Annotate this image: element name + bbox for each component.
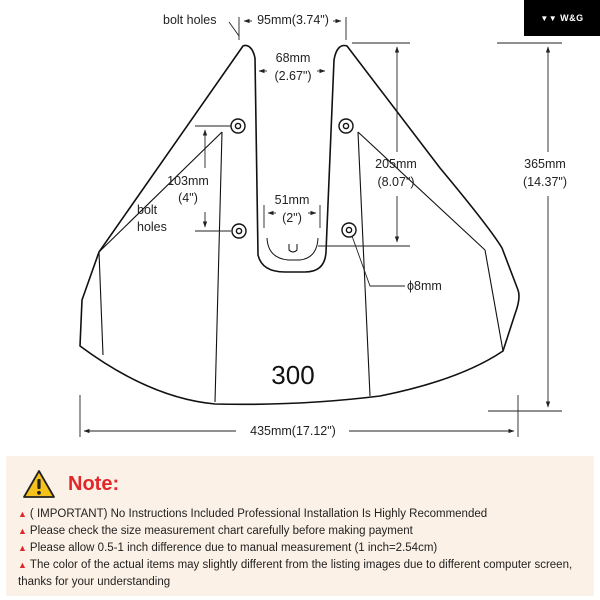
triangle-bullet-icon: ▲ xyxy=(18,543,27,553)
triangle-bullet-icon: ▲ xyxy=(18,526,27,536)
note-list: ▲( IMPORTANT) No Instructions Included P… xyxy=(18,506,582,591)
brand-text: W&G xyxy=(560,13,584,23)
label-bolt-holes-top: bolt holes xyxy=(163,13,217,27)
label-bolt-holes-side-2: holes xyxy=(137,220,167,234)
note-item: ▲Please allow 0.5-1 inch difference due … xyxy=(18,542,438,554)
label-slot-depth-in: (8.07") xyxy=(377,175,414,189)
dimension-lines xyxy=(79,17,562,437)
brand-mark-icon: ▼▼ xyxy=(540,13,558,23)
label-slot-depth-mm: 205mm xyxy=(375,157,417,171)
hydrofoil-fold-lines xyxy=(98,131,504,403)
note-header: Note: xyxy=(18,468,582,500)
triangle-bullet-icon: ▲ xyxy=(18,560,27,570)
label-bolt-spacing-mm: 103mm xyxy=(167,174,209,188)
slot-notch xyxy=(288,244,298,253)
label-total-length-mm: 365mm xyxy=(524,157,566,171)
note-item: ▲The color of the actual items may sligh… xyxy=(18,559,573,588)
label-slot-width-in: (2") xyxy=(282,211,302,225)
label-total-width: 435mm(17.12") xyxy=(250,424,336,438)
label-hole-diameter: ϕ8mm xyxy=(407,279,442,293)
label-total-length-in: (14.37") xyxy=(523,175,567,189)
triangle-bullet-icon: ▲ xyxy=(18,509,27,519)
label-width-top: 95mm(3.74") xyxy=(257,13,329,27)
label-inner-width-in: (2.67") xyxy=(274,69,311,83)
label-bolt-spacing-in: (4") xyxy=(178,191,198,205)
note-item: ▲( IMPORTANT) No Instructions Included P… xyxy=(18,508,488,520)
label-slot-width-mm: 51mm xyxy=(275,193,310,207)
label-model-number: 300 xyxy=(271,360,314,390)
note-title: Note: xyxy=(68,472,120,495)
note-item: ▲Please check the size measurement chart… xyxy=(18,525,413,537)
label-inner-width-mm: 68mm xyxy=(276,51,311,65)
hydrofoil-diagram: bolt holes 95mm(3.74") 68mm (2.67") 103m… xyxy=(79,13,567,438)
label-bolt-holes-side-1: bolt xyxy=(137,203,158,217)
hydrofoil-outline xyxy=(79,44,520,406)
warning-icon xyxy=(23,470,55,498)
brand-logo: ▼▼ W&G xyxy=(524,0,600,36)
note-panel: Note: ▲( IMPORTANT) No Instructions Incl… xyxy=(6,456,594,596)
slot-inner-line xyxy=(266,237,319,261)
